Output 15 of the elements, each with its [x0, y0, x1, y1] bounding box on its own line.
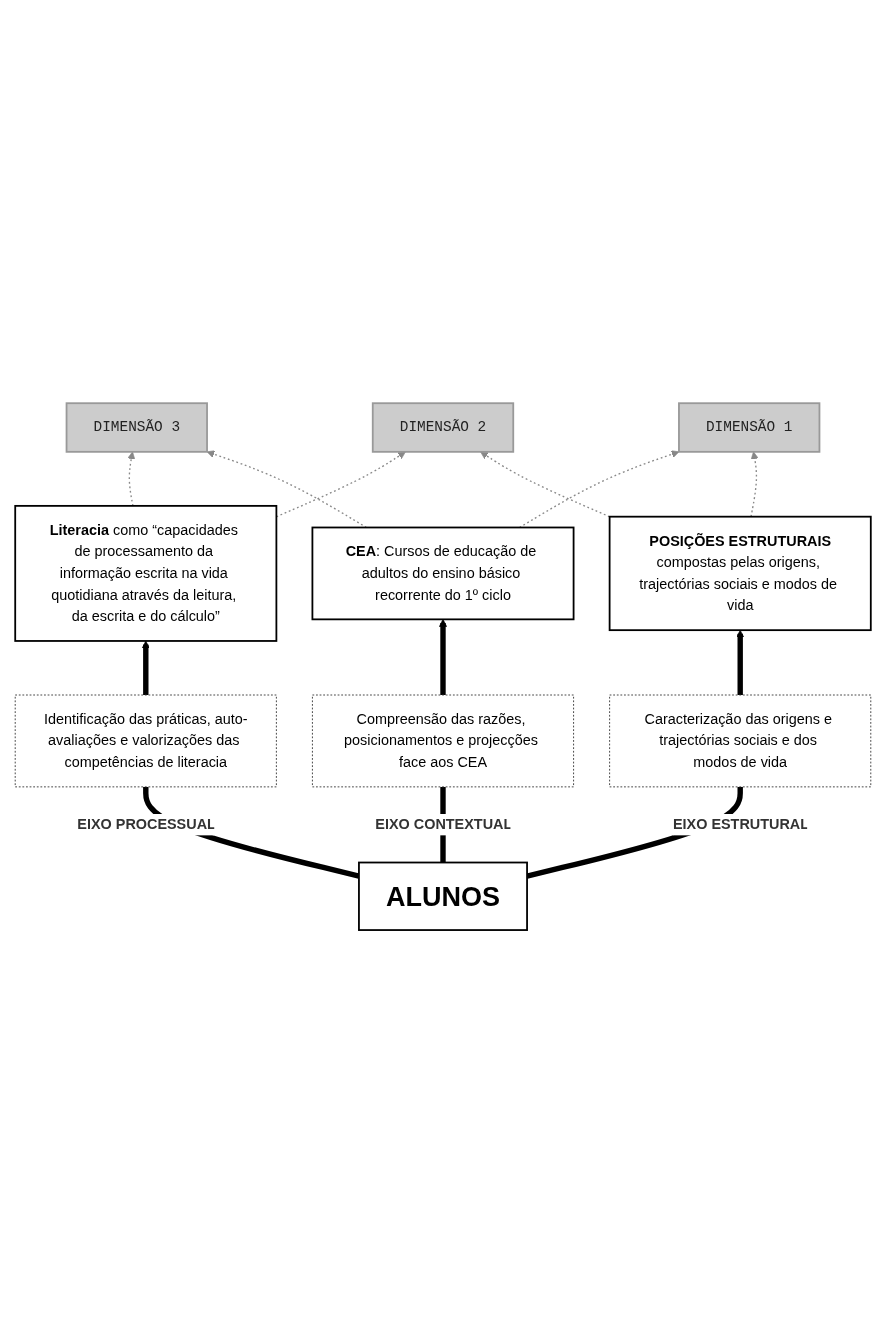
node-box: Caracterização das origens e trajectórias sociais e dos modos de vida	[609, 694, 872, 788]
node-box: CEA: Cursos de educação de adultos do ensino básico recorrente do 1º ciclo	[311, 526, 575, 621]
node-box: Compreensão das razões, posicionamentos e projecções face aos CEA	[311, 694, 575, 788]
arrow	[480, 451, 611, 518]
node-box: Identificação das práticas, auto-avaliações e valorizações das competências de literacia	[14, 694, 277, 788]
node-box: ALUNOS	[358, 861, 528, 931]
arrow	[439, 618, 447, 695]
arrow	[736, 629, 745, 695]
node-box: DIMENSÃO 3	[65, 402, 208, 453]
arrow	[141, 640, 150, 695]
node-box: Literacia como “capacidades de processamento da informação escrita na vida quotidiana através da leitura, da escrita e do cálculo”	[14, 504, 278, 642]
node-box: POSIÇÕES ESTRUTURAIS compostas pelas origens, trajectórias sociais e modos de vida	[608, 515, 872, 631]
node-box: DIMENSÃO 2	[371, 402, 515, 453]
node-box: DIMENSÃO 1	[678, 402, 821, 453]
arrow	[750, 451, 759, 518]
